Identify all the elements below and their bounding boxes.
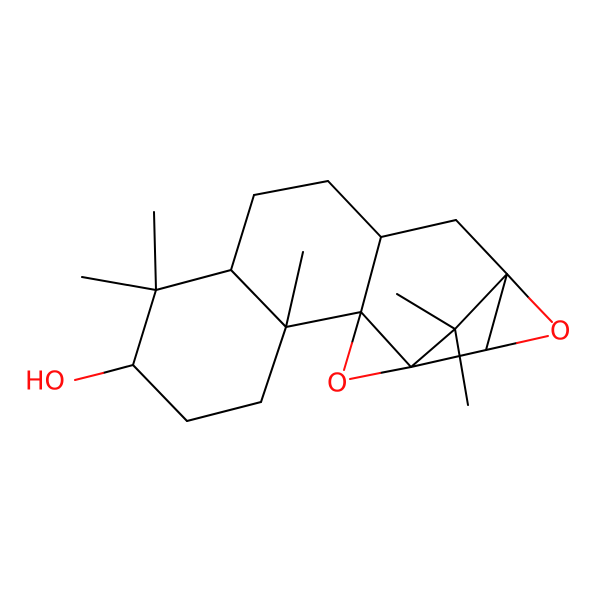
bond: [186, 401, 262, 422]
bond: [454, 273, 508, 330]
hydroxyl-group: HO: [25, 364, 134, 397]
bond: [349, 372, 381, 380]
bond: [360, 311, 412, 368]
bond: [360, 236, 382, 313]
bond: [410, 349, 487, 368]
bond: [230, 194, 255, 271]
bond: [528, 297, 553, 323]
ring-a-bonds: [132, 269, 287, 422]
bond: [410, 328, 456, 368]
bond: [253, 180, 329, 196]
bridge-bonds: [380, 219, 508, 406]
bond: [285, 311, 362, 328]
bond: [379, 366, 412, 374]
bond: [485, 273, 508, 351]
bond: [396, 293, 456, 330]
bond: [155, 269, 232, 291]
bond: [454, 328, 469, 406]
bond: [102, 364, 134, 374]
gem-dimethyl-bonds: [81, 211, 157, 291]
bond: [327, 180, 382, 238]
bond: [485, 342, 518, 351]
bond: [153, 211, 157, 291]
angular-methyl-bond: [285, 251, 304, 328]
bond: [506, 273, 530, 299]
right-epoxide-bonds: O: [485, 273, 570, 351]
ring-b-bonds: [230, 180, 382, 328]
bond: [455, 219, 508, 275]
bond: [81, 276, 157, 291]
epoxide-oxygen-right: O: [550, 317, 570, 347]
bond: [132, 289, 157, 366]
epoxide-oxygen-left: O: [327, 369, 347, 399]
bond: [343, 342, 353, 371]
bond: [74, 372, 104, 381]
hydroxyl-label: HO: [25, 367, 65, 397]
left-epoxide-bonds: O: [327, 311, 412, 399]
bond: [260, 326, 287, 403]
bond: [351, 311, 362, 344]
bond: [516, 335, 549, 344]
bond: [380, 219, 457, 238]
bond: [132, 364, 188, 422]
bond: [230, 269, 287, 328]
